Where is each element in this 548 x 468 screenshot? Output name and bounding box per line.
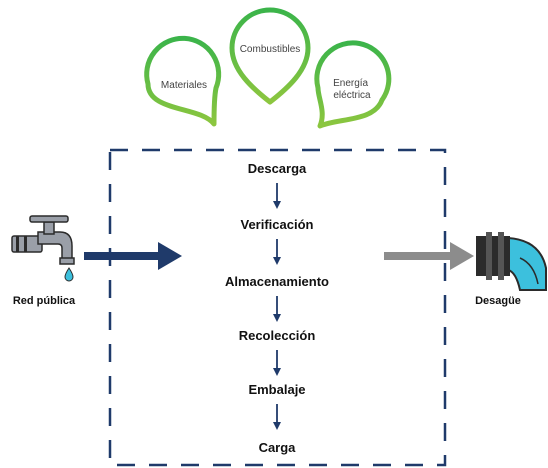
step-carga: Carga [259,440,297,455]
input-combustibles: Combustibles [229,7,311,105]
input-energia-electrica: Energía eléctrica [314,40,392,129]
process-boundary [108,148,447,467]
input-materiales: Materiales [144,35,222,127]
drop-shape [144,35,222,127]
step-recoleccion: Recolección [239,328,316,343]
drain-pipe-icon [476,232,547,291]
water-drop-icon [64,267,74,282]
drop-shape [229,7,311,105]
input-label-materiales: Materiales [161,80,207,91]
inflow-arrow [84,242,182,270]
input-label-energia-electrica: Energía eléctrica [333,78,371,101]
faucet-icon [11,215,75,282]
right-node-label: Desagüe [475,295,521,307]
process-steps: Descarga Verificación Almacenamiento Rec… [225,161,329,455]
drop-shape [314,40,392,129]
left-node-label: Red pública [13,295,76,307]
step-descarga: Descarga [248,161,307,176]
step-verificacion: Verificación [241,217,314,232]
outflow-arrow [384,242,474,270]
step-embalaje: Embalaje [248,382,305,397]
step-almacenamiento: Almacenamiento [225,274,329,289]
input-label-combustibles: Combustibles [240,44,301,55]
